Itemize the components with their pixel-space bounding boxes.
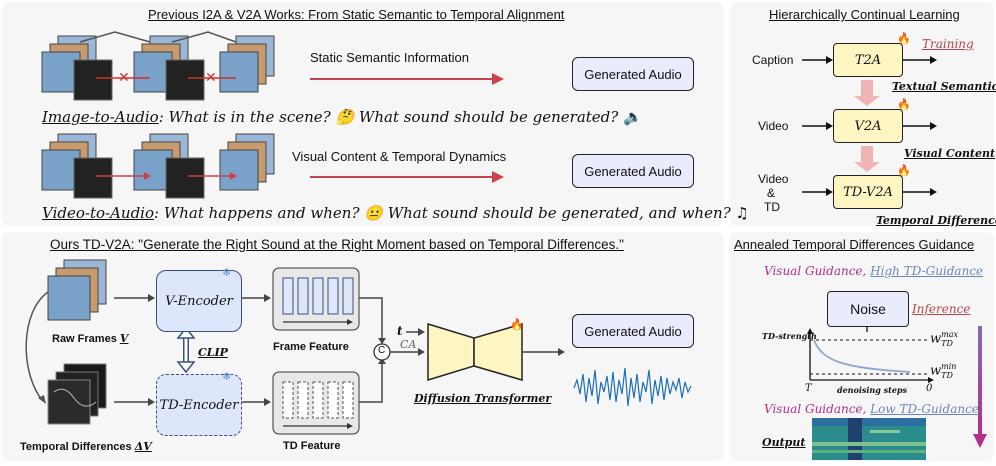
svg-text:🔥: 🔥 <box>510 318 524 331</box>
snowflake-icon-td-encoder: ❄ <box>222 371 232 383</box>
visual-content-semantics-label: Visual Content <box>904 147 996 160</box>
w-max-base: w <box>930 331 942 347</box>
w-max-sup: max <box>941 330 959 339</box>
video-td-input-3: TD <box>764 200 780 214</box>
svg-text:🔥: 🔥 <box>897 98 911 111</box>
axis-t-label: T <box>805 383 812 394</box>
temporal-differences-stack <box>47 363 107 425</box>
continual-learning-title: Hierarchically Continual Learning <box>769 7 960 22</box>
annealed-guidance-title: Annealed Temporal Differences Guidance <box>734 237 975 252</box>
high-td-guidance-line: Visual Guidance, High TD-Guidance <box>764 264 983 278</box>
v-encoder-box: V-Encoder <box>156 270 242 332</box>
low-td-guidance-line: Visual Guidance, Low TD-Guidance <box>764 402 979 416</box>
frame-stack-1 <box>41 35 113 101</box>
continual-learning-diagram: 🔥 🔥 🔥 <box>802 32 937 196</box>
td-v2a-pipeline: 🔥 <box>25 259 692 435</box>
low-td-guidance: Low TD-Guidance <box>870 402 979 416</box>
inference-label: Inference <box>912 302 971 316</box>
frame-stack-2 <box>133 35 205 101</box>
image-frames-illustration: ✕ ✕ <box>41 31 275 101</box>
v2a-model-box: V2A <box>833 109 903 143</box>
temporal-differences-label: Temporal Differences <box>876 214 996 227</box>
bottom-visual-guidance: Visual Guidance, <box>764 402 867 416</box>
t2a-model-box: T2A <box>833 43 903 77</box>
video-to-audio-question: Video-to-Audio: What happens and when? 😐… <box>42 204 749 222</box>
output-label: Output <box>762 436 806 449</box>
image-to-audio-text: : What is in the scene? 🤔 What sound sho… <box>158 108 642 126</box>
svg-text:✕: ✕ <box>118 69 130 85</box>
raw-frames-stack <box>47 259 107 321</box>
generated-audio-box-1: Generated Audio <box>572 57 694 91</box>
svg-text:🔥: 🔥 <box>897 32 911 45</box>
timestep-label: t <box>397 324 403 338</box>
visual-content-label: Visual Content & Temporal Dynamics <box>292 149 507 164</box>
raw-frames-text: Raw Frames <box>52 333 117 345</box>
frame-stack-3 <box>219 35 275 93</box>
visual-content-arrow <box>310 171 504 183</box>
svg-text:✕: ✕ <box>205 69 217 85</box>
raw-frames-label: Raw Frames V <box>52 332 128 345</box>
static-semantic-label: Static Semantic Information <box>310 50 469 65</box>
temporal-differences-text: Temporal Differences <box>20 441 132 453</box>
frame-feature-label: Frame Feature <box>273 341 349 353</box>
w-min-sub: TD <box>941 371 953 380</box>
noise-box: Noise <box>827 291 909 327</box>
panel-previous-works <box>2 2 724 226</box>
td-v2a-model-box: TD-V2A <box>833 175 903 209</box>
ours-title: Ours TD-V2A: "Generate the Right Sound a… <box>50 237 624 252</box>
video-to-audio-text: : What happens and when? 😐 What sound sh… <box>154 204 749 222</box>
generated-audio-box-2: Generated Audio <box>572 154 694 188</box>
cross-attention-label: CA <box>400 338 417 351</box>
top-visual-guidance: Visual Guidance, <box>764 264 867 278</box>
temporal-differences-var: ΔV <box>134 440 152 453</box>
previous-works-title: Previous I2A & V2A Works: From Static Se… <box>148 7 565 22</box>
td-strength-plot <box>807 326 987 460</box>
svg-text:🔥: 🔥 <box>897 164 911 177</box>
td-strength-label: TD-strength <box>762 331 817 341</box>
td-feature-label: TD Feature <box>283 440 341 452</box>
clip-label: CLIP <box>198 346 228 359</box>
static-semantic-arrow <box>310 73 504 85</box>
image-to-audio-question: Image-to-Audio: What is in the scene? 🤔 … <box>42 108 642 126</box>
audio-waveform <box>573 367 692 407</box>
video-input: Video <box>758 119 789 133</box>
caption-input: Caption <box>752 53 794 67</box>
axis-zero-label: 0 <box>926 383 933 394</box>
concat-symbol: C <box>378 345 386 356</box>
high-td-guidance: High TD-Guidance <box>870 264 984 278</box>
raw-frames-var: V <box>119 332 129 345</box>
denoising-steps-label: denoising steps <box>837 385 907 395</box>
video-td-input-1: Video <box>758 172 789 186</box>
w-max-sub: TD <box>941 339 953 348</box>
w-min-base: w <box>930 363 942 379</box>
textual-semantics-label: Textual Semantics <box>892 80 996 93</box>
video-frames-illustration <box>41 133 275 199</box>
snowflake-icon-v-encoder: ❄ <box>222 267 232 279</box>
diffusion-transformer-label: Diffusion Transformer <box>414 392 552 405</box>
video-to-audio-term: Video-to-Audio <box>42 204 154 222</box>
training-label: Training <box>922 37 974 51</box>
temporal-differences-label-bottom: Temporal Differences ΔV <box>20 440 152 453</box>
td-encoder-box: TD-Encoder <box>156 374 242 436</box>
video-td-input-2: & <box>767 186 776 200</box>
generated-audio-box-3: Generated Audio <box>572 314 694 348</box>
image-to-audio-term: Image-to-Audio <box>42 108 159 126</box>
w-min-sup: min <box>941 362 957 371</box>
